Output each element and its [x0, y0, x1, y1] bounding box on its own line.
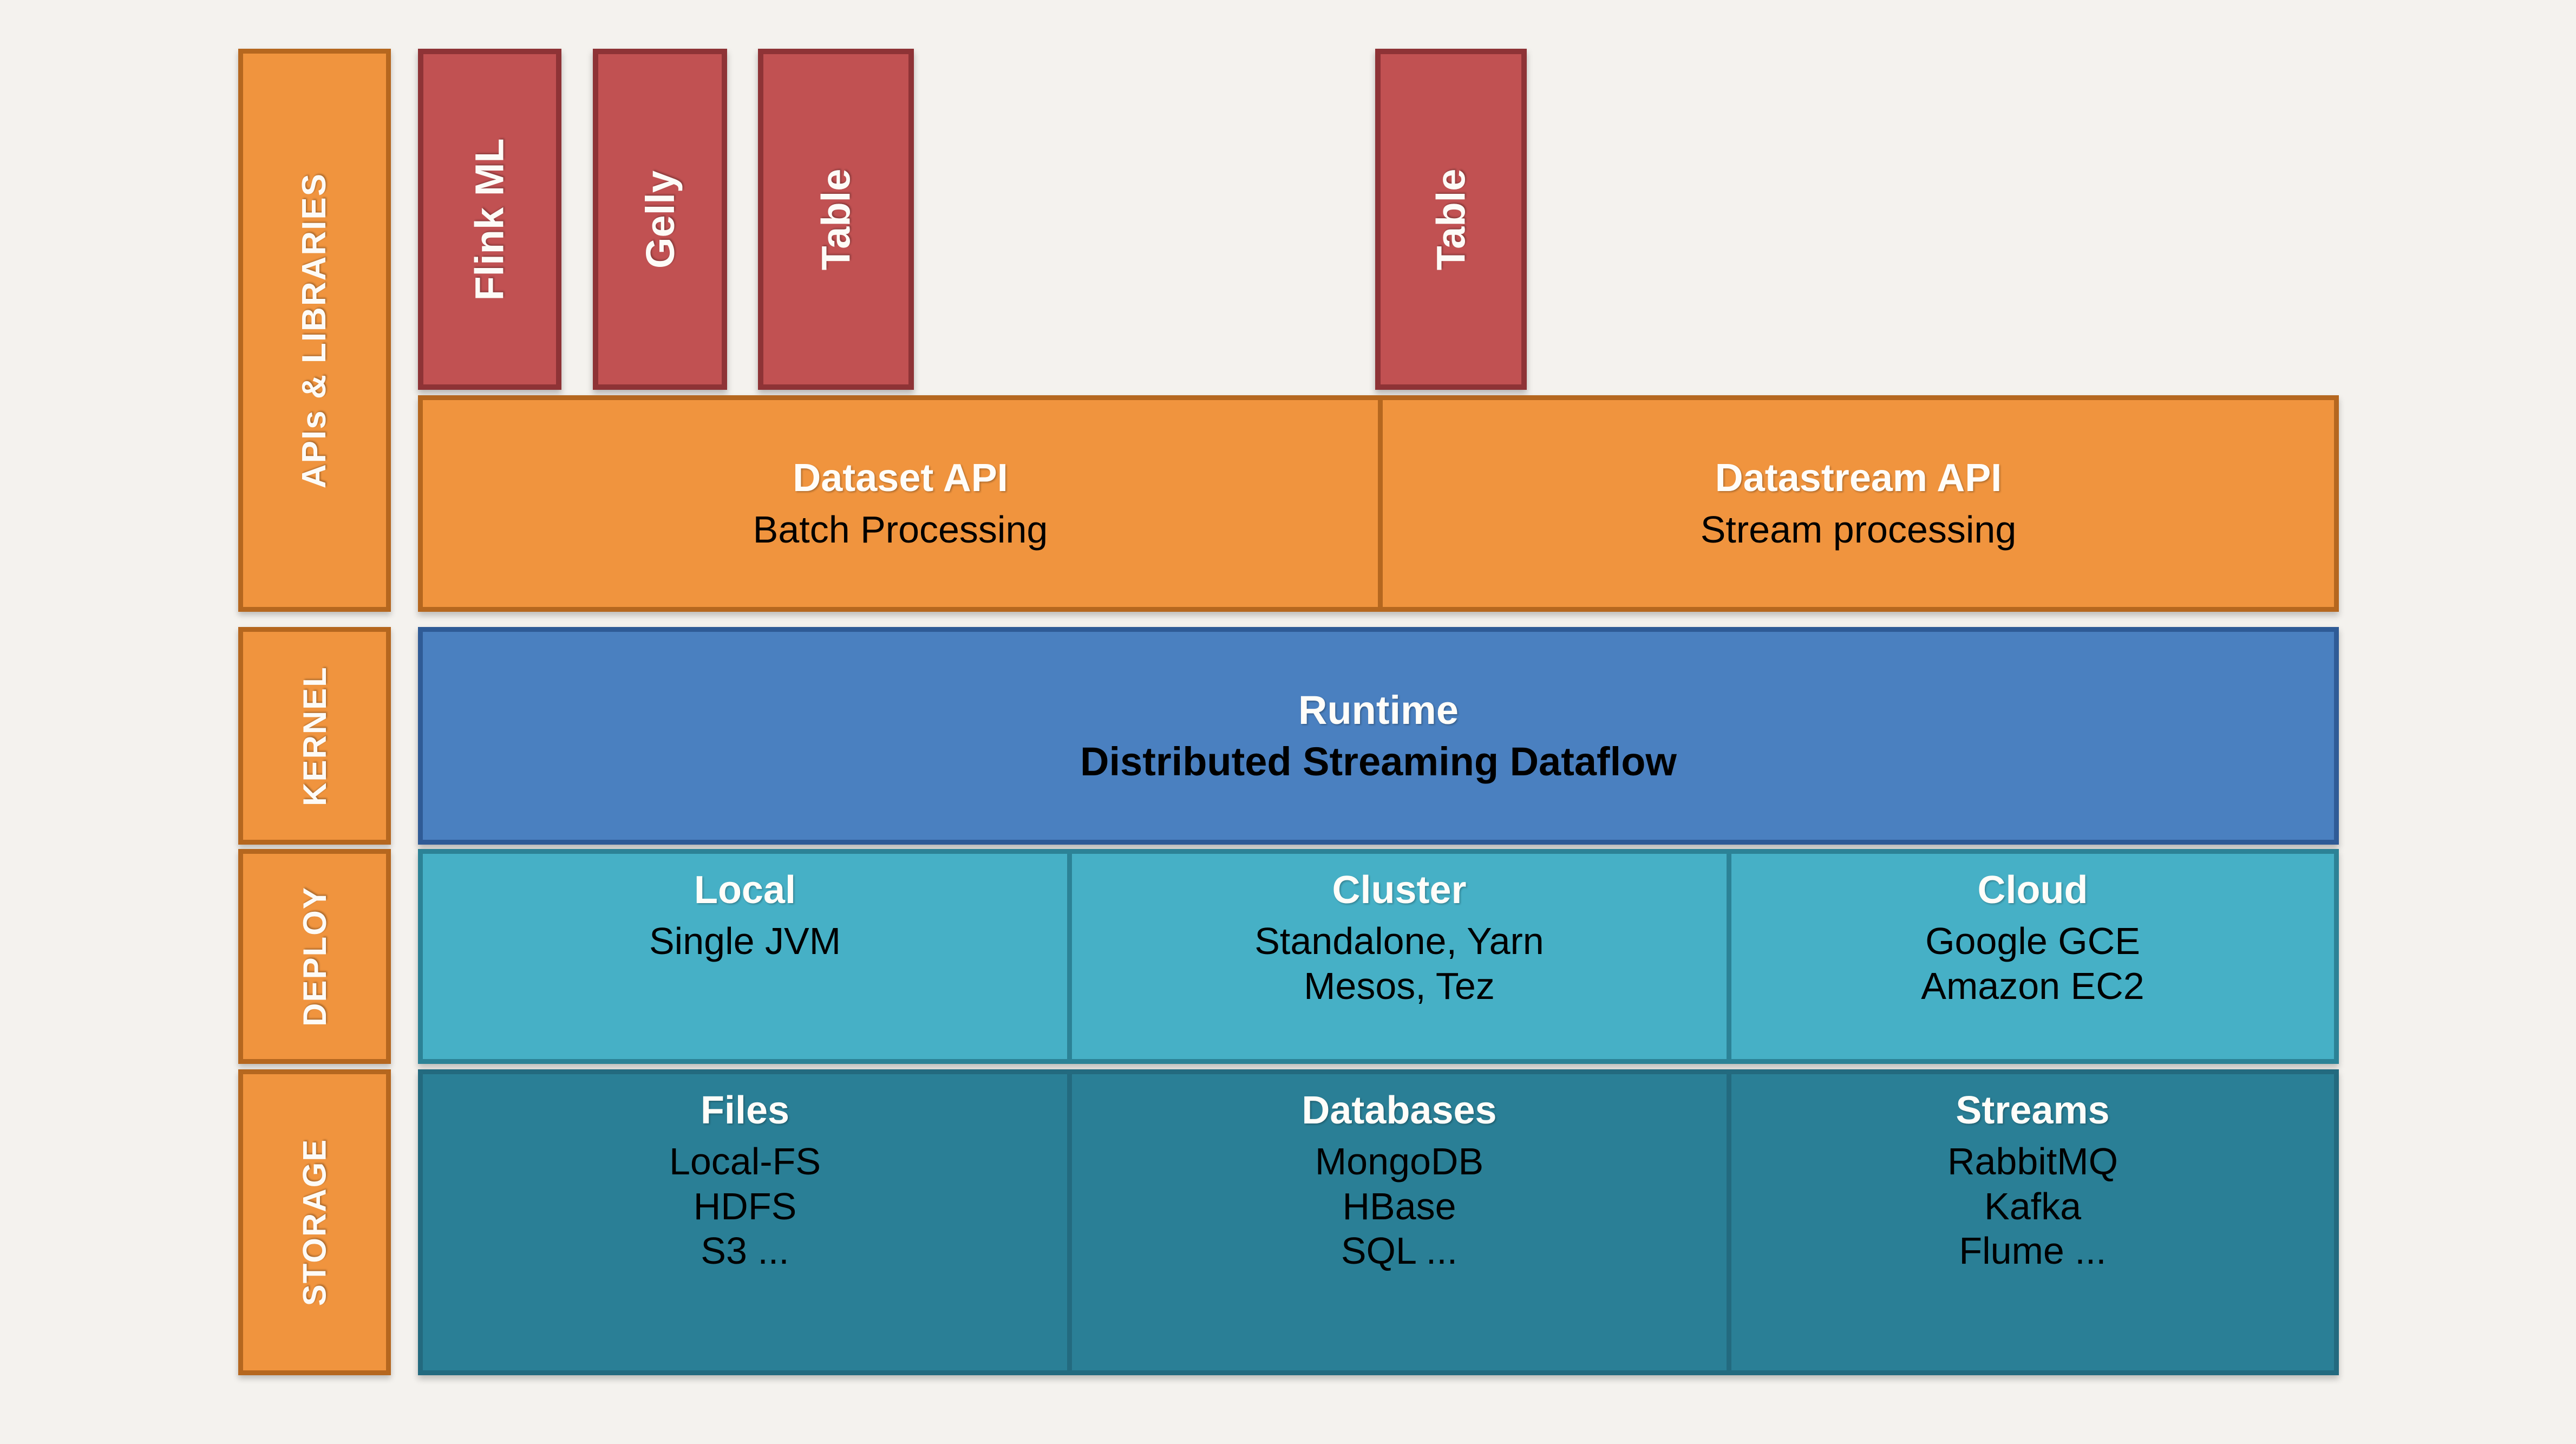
library-flink-ml-label: Flink ML — [467, 138, 512, 301]
api-dataset-title: Dataset API — [793, 456, 1008, 500]
category-apis-libraries: APIs & LIBRARIES — [238, 49, 391, 612]
deploy-cell-cloud[interactable]: Cloud Google GCE Amazon EC2 — [1727, 854, 2334, 1059]
storage-streams-line-3: Flume ... — [1959, 1230, 2107, 1272]
deploy-cloud-line-2: Amazon EC2 — [1921, 964, 2145, 1007]
kernel-title: Runtime — [1298, 688, 1459, 733]
storage-files-line-1: Local-FS — [669, 1140, 821, 1182]
api-cell-dataset[interactable]: Dataset API Batch Processing — [423, 400, 1378, 607]
category-deploy-label: DEPLOY — [296, 886, 333, 1027]
kernel-subtitle: Distributed Streaming Dataflow — [1080, 739, 1677, 784]
library-table-batch[interactable]: Table — [758, 49, 914, 390]
library-gelly-label: Gelly — [637, 170, 683, 269]
storage-streams-title: Streams — [1956, 1089, 2110, 1132]
storage-cell-files[interactable]: Files Local-FS HDFS S3 ... — [423, 1074, 1067, 1370]
kernel-runtime-box[interactable]: Runtime Distributed Streaming Dataflow — [418, 627, 2339, 845]
storage-cell-streams[interactable]: Streams RabbitMQ Kafka Flume ... — [1727, 1074, 2334, 1370]
deploy-cluster-line-2: Mesos, Tez — [1304, 964, 1495, 1007]
library-table-stream[interactable]: Table — [1375, 49, 1527, 390]
deploy-cell-local[interactable]: Local Single JVM — [423, 854, 1067, 1059]
storage-layer-band: Files Local-FS HDFS S3 ... Databases Mon… — [418, 1069, 2339, 1375]
storage-streams-line-1: RabbitMQ — [1947, 1140, 2119, 1182]
storage-databases-line-3: SQL ... — [1341, 1230, 1458, 1272]
deploy-cell-cluster[interactable]: Cluster Standalone, Yarn Mesos, Tez — [1067, 854, 1727, 1059]
api-dataset-subtitle: Batch Processing — [753, 508, 1048, 551]
category-kernel-label: KERNEL — [296, 665, 333, 806]
category-deploy: DEPLOY — [238, 849, 391, 1064]
deploy-cluster-line-1: Standalone, Yarn — [1254, 920, 1544, 962]
storage-files-line-2: HDFS — [693, 1185, 797, 1227]
library-flink-ml[interactable]: Flink ML — [418, 49, 561, 390]
storage-databases-title: Databases — [1302, 1089, 1497, 1132]
deploy-local-title: Local — [694, 868, 796, 912]
storage-streams-line-2: Kafka — [1984, 1185, 2081, 1227]
api-cell-datastream[interactable]: Datastream API Stream processing — [1378, 400, 2334, 607]
category-apis-libraries-label: APIs & LIBRARIES — [296, 172, 334, 488]
storage-cell-databases[interactable]: Databases MongoDB HBase SQL ... — [1067, 1074, 1727, 1370]
api-datastream-title: Datastream API — [1715, 456, 2002, 500]
deploy-layer-band: Local Single JVM Cluster Standalone, Yar… — [418, 849, 2339, 1064]
library-table-batch-label: Table — [813, 168, 859, 270]
storage-files-title: Files — [700, 1089, 790, 1132]
api-layer-band: Dataset API Batch Processing Datastream … — [418, 395, 2339, 612]
category-storage: STORAGE — [238, 1069, 391, 1375]
deploy-cloud-line-1: Google GCE — [1925, 920, 2140, 962]
category-storage-label: STORAGE — [296, 1138, 333, 1306]
storage-databases-line-2: HBase — [1342, 1185, 1456, 1227]
storage-files-line-3: S3 ... — [701, 1230, 789, 1272]
category-kernel: KERNEL — [238, 627, 391, 845]
storage-databases-line-1: MongoDB — [1315, 1140, 1484, 1182]
library-gelly[interactable]: Gelly — [593, 49, 727, 390]
library-table-stream-label: Table — [1428, 168, 1474, 270]
deploy-local-line-1: Single JVM — [649, 920, 841, 962]
deploy-cloud-title: Cloud — [1977, 868, 2088, 912]
deploy-cluster-title: Cluster — [1332, 868, 1467, 912]
api-datastream-subtitle: Stream processing — [1700, 508, 2017, 551]
